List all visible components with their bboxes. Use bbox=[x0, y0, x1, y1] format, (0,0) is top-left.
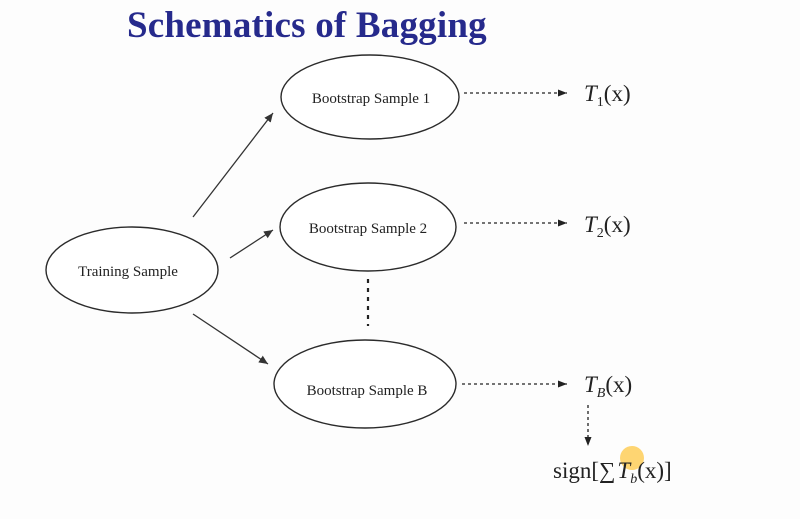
bootstrap-sample-b-label: Bootstrap Sample B bbox=[307, 383, 428, 399]
aggregate-formula: sign[∑Tb(x)] bbox=[553, 458, 672, 487]
output-t1: T1(x) bbox=[584, 81, 631, 110]
output-tb: TB(x) bbox=[584, 372, 632, 401]
bootstrap-sample-b-node: Bootstrap Sample B bbox=[273, 339, 457, 429]
training-sample-label: Training Sample bbox=[78, 264, 178, 280]
arrow-to-sample-b bbox=[192, 313, 269, 365]
bootstrap-sample-1-label: Bootstrap Sample 1 bbox=[312, 91, 430, 107]
arrow-to-sample-1 bbox=[192, 112, 274, 218]
training-sample-node: Training Sample bbox=[45, 226, 219, 314]
bootstrap-sample-1-node: Bootstrap Sample 1 bbox=[280, 54, 460, 140]
slide-title: Schematics of Bagging bbox=[127, 5, 487, 46]
bootstrap-sample-2-label: Bootstrap Sample 2 bbox=[309, 221, 427, 237]
arrow-to-sample-2 bbox=[229, 229, 274, 259]
output-t2: T2(x) bbox=[584, 212, 631, 241]
bootstrap-sample-2-node: Bootstrap Sample 2 bbox=[279, 182, 457, 272]
cursor-highlight bbox=[620, 446, 644, 470]
